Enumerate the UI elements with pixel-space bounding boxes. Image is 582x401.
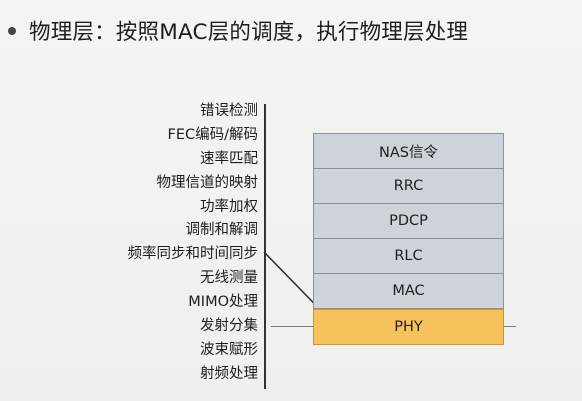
layer-phy: PHY: [313, 309, 504, 345]
function-item: 射频处理: [200, 366, 258, 382]
function-item: 波束赋形: [200, 342, 258, 358]
function-item: 速率匹配: [200, 151, 258, 167]
layer-rlc: RLC: [313, 238, 504, 274]
function-item: 频率同步和时间同步: [127, 246, 259, 262]
slide-heading: 物理层：按照MAC层的调度，执行物理层处理: [8, 10, 468, 50]
layer-rrc: RRC: [313, 168, 504, 204]
function-item: 错误检测: [200, 103, 258, 119]
layer-mac: MAC: [313, 273, 504, 309]
layer-pdcp: PDCP: [313, 203, 504, 239]
function-item: 调制和解调: [185, 222, 259, 238]
layer-nas: NAS信令: [313, 133, 504, 169]
function-item: 无线测量: [200, 270, 258, 286]
function-item: FEC编码/解码: [167, 127, 258, 143]
function-item: 物理信道的映射: [156, 175, 259, 191]
function-item: 发射分集: [200, 318, 258, 334]
function-item: MIMO处理: [188, 294, 258, 310]
function-item: 功率加权: [200, 199, 258, 215]
bullet-icon: [8, 27, 16, 35]
heading-text: 物理层：按照MAC层的调度，执行物理层处理: [29, 19, 469, 45]
function-list-bracket-line: [264, 104, 266, 389]
